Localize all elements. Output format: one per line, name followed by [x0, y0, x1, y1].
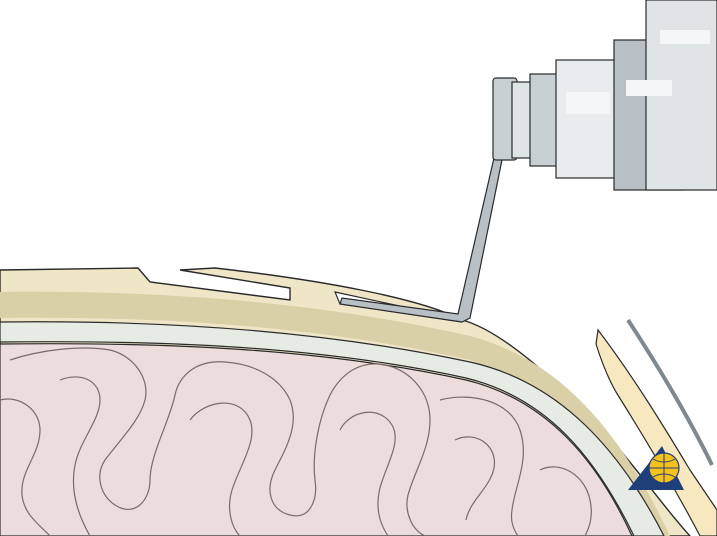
surgical-drill-icon	[340, 0, 717, 322]
